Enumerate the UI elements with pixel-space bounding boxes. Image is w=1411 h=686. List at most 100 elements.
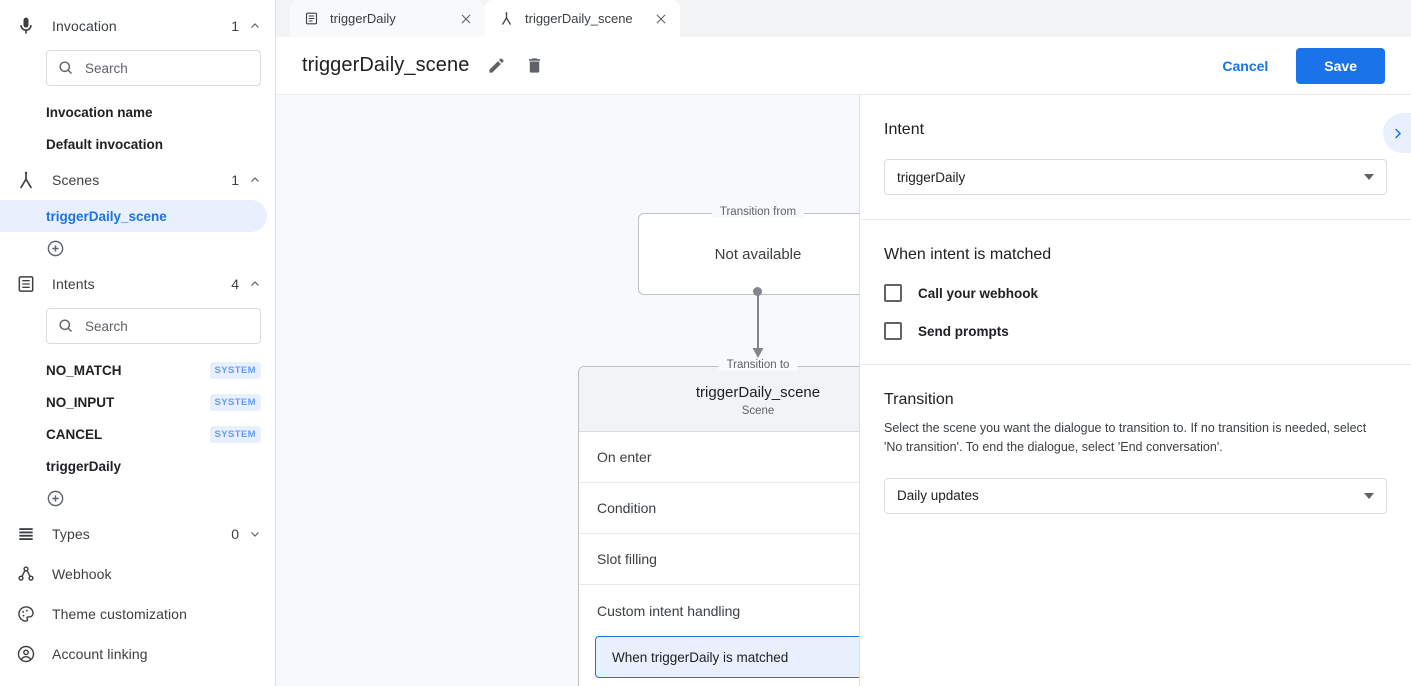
page-header: triggerDaily_scene Cancel Save bbox=[276, 37, 1411, 95]
sidebar-section-scenes[interactable]: Scenes 1 bbox=[0, 160, 275, 200]
sidebar-item-label: CANCEL bbox=[46, 426, 103, 442]
scene-row-custom-intent-handling[interactable]: Custom intent handling + bbox=[579, 585, 859, 636]
tab-label: triggerDaily_scene bbox=[525, 11, 633, 26]
sidebar-section-count: 4 bbox=[231, 276, 239, 292]
page-title: triggerDaily_scene bbox=[302, 54, 470, 76]
checkbox-box[interactable] bbox=[884, 322, 902, 340]
sidebar-item-account-linking[interactable]: Account linking bbox=[0, 634, 275, 674]
sidebar-section-label: Types bbox=[52, 526, 90, 542]
scene-row-label: Condition bbox=[597, 500, 657, 516]
sidebar-item-label: Webhook bbox=[52, 566, 112, 582]
chevron-down-icon bbox=[1364, 492, 1374, 499]
sidebar-item-label: triggerDaily_scene bbox=[46, 208, 167, 224]
sidebar-section-label: Scenes bbox=[52, 172, 100, 188]
chevron-up-icon[interactable] bbox=[249, 278, 261, 290]
checkbox-call-your-webhook[interactable]: Call your webhook bbox=[884, 284, 1387, 302]
scene-node-header: triggerDaily_scene Scene bbox=[579, 367, 859, 432]
close-icon[interactable] bbox=[654, 12, 668, 26]
pencil-icon[interactable] bbox=[487, 56, 507, 76]
scene-row-slot-filling[interactable]: Slot filling + bbox=[579, 534, 859, 585]
transition-from-node[interactable]: Transition from Not available bbox=[638, 206, 859, 295]
intent-doc-icon bbox=[304, 11, 320, 27]
sidebar-item-no-match[interactable]: NO_MATCH SYSTEM bbox=[0, 354, 275, 386]
when-matched-heading: When intent is matched bbox=[884, 246, 1052, 263]
scene-fork-icon bbox=[499, 11, 515, 27]
chevron-up-icon[interactable] bbox=[249, 20, 261, 32]
close-icon[interactable] bbox=[459, 12, 473, 26]
chevron-down-icon[interactable] bbox=[249, 528, 261, 540]
scene-fork-icon bbox=[14, 168, 38, 192]
scene-node-name: triggerDaily_scene bbox=[695, 384, 821, 401]
panel-section-transition: Transition Select the scene you want the… bbox=[860, 365, 1411, 538]
tab-triggerdaily[interactable]: triggerDaily bbox=[290, 0, 485, 37]
sidebar-item-label: NO_INPUT bbox=[46, 394, 115, 410]
sidebar-section-invocation[interactable]: Invocation 1 bbox=[0, 6, 275, 46]
sidebar-item-default-invocation[interactable]: Default invocation bbox=[0, 128, 275, 160]
panel-section-when-matched: When intent is matched Call your webhook… bbox=[860, 220, 1411, 365]
tab-triggerdaily-scene[interactable]: triggerDaily_scene bbox=[485, 0, 680, 37]
scene-row-condition[interactable]: Condition + bbox=[579, 483, 859, 534]
body-row: Transition from Not available Transition… bbox=[276, 95, 1411, 686]
sidebar-item-no-input[interactable]: NO_INPUT SYSTEM bbox=[0, 386, 275, 418]
sidebar-section-label: Intents bbox=[52, 276, 95, 292]
scene-block-custom-intent-handling: Custom intent handling + When triggerDai… bbox=[579, 585, 859, 686]
checkbox-send-prompts[interactable]: Send prompts bbox=[884, 322, 1387, 340]
sidebar-item-webhook[interactable]: Webhook bbox=[0, 554, 275, 594]
sidebar-item-triggerdaily-scene[interactable]: triggerDaily_scene bbox=[0, 200, 267, 232]
intent-handler-chip[interactable]: When triggerDaily is matched bbox=[595, 636, 859, 678]
intent-select[interactable]: triggerDaily bbox=[884, 159, 1387, 195]
checkbox-label: Call your webhook bbox=[918, 285, 1039, 301]
checkbox-box[interactable] bbox=[884, 284, 902, 302]
scene-canvas[interactable]: Transition from Not available Transition… bbox=[276, 95, 860, 686]
add-scene-icon[interactable] bbox=[46, 239, 65, 258]
add-intent-icon[interactable] bbox=[46, 489, 65, 508]
intents-search-input[interactable] bbox=[85, 318, 250, 334]
transition-to-legend: Transition to bbox=[718, 359, 798, 371]
microphone-icon bbox=[14, 14, 38, 38]
intent-handler-chip-label: When triggerDaily is matched bbox=[612, 649, 789, 665]
account-circle-icon bbox=[14, 642, 38, 666]
sidebar-item-theme-customization[interactable]: Theme customization bbox=[0, 594, 275, 634]
scene-row-label: Slot filling bbox=[597, 551, 657, 567]
intents-search-wrap bbox=[0, 304, 275, 354]
search-icon bbox=[57, 317, 75, 335]
sidebar-section-count: 1 bbox=[231, 172, 239, 188]
left-sidebar: Invocation 1 Invocation name Default inv… bbox=[0, 0, 276, 686]
invocation-search-input[interactable] bbox=[85, 60, 250, 76]
sidebar-section-types[interactable]: Types 0 bbox=[0, 514, 275, 554]
trash-icon[interactable] bbox=[525, 56, 545, 76]
intents-search-box[interactable] bbox=[46, 308, 261, 344]
sidebar-item-invocation-name[interactable]: Invocation name bbox=[0, 96, 275, 128]
sidebar-item-backend-services[interactable]: Backend services bbox=[0, 674, 275, 686]
sidebar-item-cancel[interactable]: CANCEL SYSTEM bbox=[0, 418, 275, 450]
save-button[interactable]: Save bbox=[1296, 47, 1385, 84]
sidebar-section-count: 1 bbox=[231, 18, 239, 34]
transition-select[interactable]: Daily updates bbox=[884, 477, 1387, 514]
sidebar-section-count: 0 bbox=[231, 526, 239, 542]
invocation-search-wrap bbox=[0, 46, 275, 96]
types-lines-icon bbox=[14, 522, 38, 546]
invocation-search-box[interactable] bbox=[46, 50, 261, 86]
scene-row-label: On enter bbox=[597, 449, 652, 465]
transition-heading: Transition bbox=[884, 391, 954, 408]
backend-services-icon bbox=[14, 682, 38, 686]
scene-node[interactable]: Transition to triggerDaily_scene Scene O… bbox=[578, 359, 859, 686]
sidebar-item-label: Account linking bbox=[52, 646, 148, 662]
intent-select-value: triggerDaily bbox=[897, 169, 966, 185]
sidebar-item-label: triggerDaily bbox=[46, 458, 122, 474]
add-scene-row bbox=[0, 232, 275, 264]
transition-from-legend: Transition from bbox=[711, 206, 805, 218]
tab-label: triggerDaily bbox=[330, 11, 396, 26]
cancel-button[interactable]: Cancel bbox=[1208, 50, 1282, 82]
chevron-up-icon[interactable] bbox=[249, 174, 261, 186]
transition-from-value: Not available bbox=[714, 245, 802, 263]
search-icon bbox=[57, 59, 75, 77]
sidebar-item-triggerdaily[interactable]: triggerDaily bbox=[0, 450, 275, 482]
scene-row-on-enter[interactable]: On enter + bbox=[579, 432, 859, 483]
sidebar-section-intents[interactable]: Intents 4 bbox=[0, 264, 275, 304]
chevron-right-icon[interactable] bbox=[1383, 113, 1411, 153]
sidebar-item-label: Default invocation bbox=[46, 136, 164, 152]
transition-description: Select the scene you want the dialogue t… bbox=[884, 421, 1367, 455]
status-badge: SYSTEM bbox=[209, 393, 261, 411]
sidebar-section-label: Invocation bbox=[52, 18, 117, 34]
